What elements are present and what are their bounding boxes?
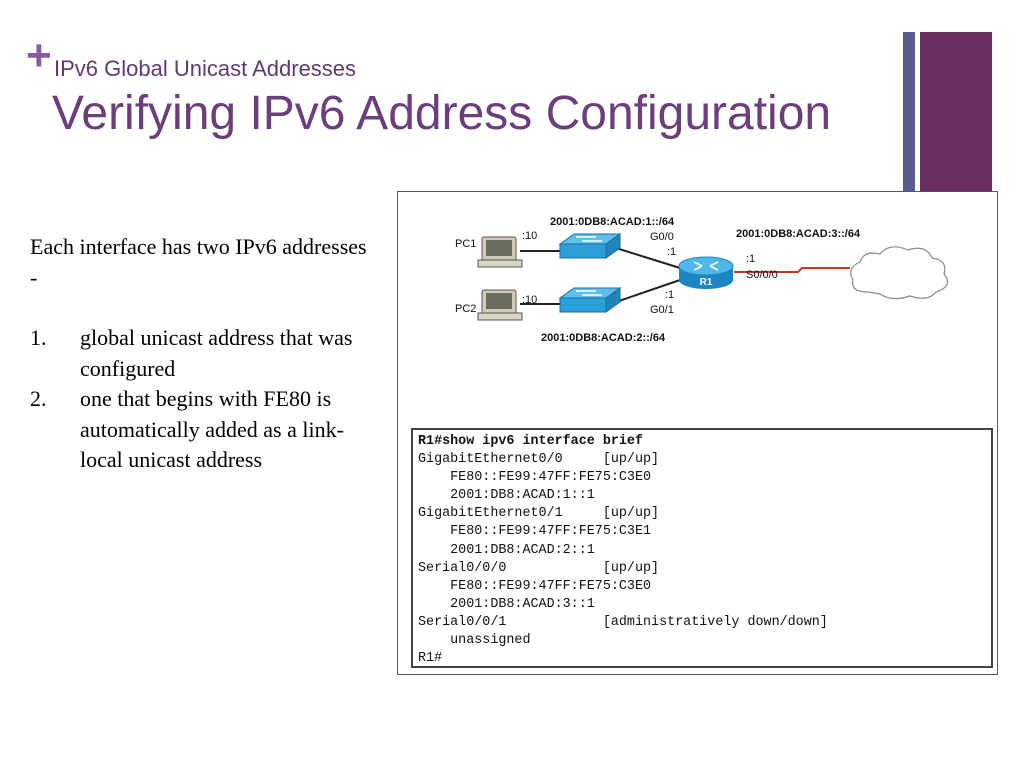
cli-line: GigabitEthernet0/1 [up/up] <box>418 506 660 522</box>
cli-line: Serial0/0/1 [administratively down/down] <box>418 614 828 630</box>
intro-text: Each interface has two IPv6 addresses - <box>30 234 367 290</box>
pc2-host-label: :10 <box>522 294 537 306</box>
cli-line: 2001:DB8:ACAD:3::1 <box>418 596 595 612</box>
router-label: R1 <box>700 277 713 288</box>
list-item-text: one that begins with FE80 is automatical… <box>80 386 344 472</box>
cli-line: FE80::FE99:47FF:FE75:C3E1 <box>418 524 652 540</box>
pc-icon <box>477 289 523 321</box>
switch-icon <box>558 233 622 259</box>
pc1-label: PC1 <box>455 238 476 250</box>
cli-command: show ipv6 interface brief <box>442 434 644 449</box>
decorative-bar-wide <box>920 32 992 192</box>
cli-line: 2001:DB8:ACAD:2::1 <box>418 542 595 558</box>
cloud-icon <box>850 246 949 300</box>
cli-line: unassigned <box>418 633 531 649</box>
cli-line: 2001:DB8:ACAD:1::1 <box>418 488 595 504</box>
cli-line: FE80::FE99:47FF:FE75:C3E0 <box>418 470 652 486</box>
link-switch2-router <box>615 279 681 303</box>
list-number: 1. <box>30 325 47 350</box>
list-item: 1. global unicast address that was confi… <box>30 323 370 384</box>
g00-host-label: :1 <box>667 246 676 258</box>
slide-title: Verifying IPv6 Address Configuration <box>52 87 832 140</box>
cli-line: GigabitEthernet0/0 [up/up] <box>418 452 660 468</box>
s000-host-label: :1 <box>746 253 755 265</box>
slide-subtitle: IPv6 Global Unicast Addresses <box>54 56 357 81</box>
net2-label: 2001:0DB8:ACAD:2::/64 <box>541 332 666 342</box>
pc1-host-label: :10 <box>522 230 537 242</box>
cli-output: R1#show ipv6 interface brief GigabitEthe… <box>411 428 993 668</box>
g01-host-label: :1 <box>665 289 674 301</box>
body-text: Each interface has two IPv6 addresses - … <box>30 232 370 476</box>
switch-icon <box>558 287 622 313</box>
g01-label: G0/1 <box>650 304 674 316</box>
numbered-list: 1. global unicast address that was confi… <box>30 323 370 476</box>
pc-icon <box>477 236 523 268</box>
link-switch1-router <box>615 247 681 269</box>
cli-line: FE80::FE99:47FF:FE75:C3E0 <box>418 578 652 594</box>
list-item: 2. one that begins with FE80 is automati… <box>30 384 370 476</box>
topology-diagram: R1 2001:0DB8:ACAD:1::/64 2001:0DB8:ACAD:… <box>455 216 949 342</box>
cli-line: R1# <box>418 651 443 667</box>
g00-label: G0/0 <box>650 231 674 243</box>
cli-text: R1#show ipv6 interface brief GigabitEthe… <box>418 433 991 668</box>
list-item-text: global unicast address that was configur… <box>80 325 353 381</box>
decorative-bar-thin <box>903 32 915 192</box>
net3-label: 2001:0DB8:ACAD:3::/64 <box>736 228 861 240</box>
cli-prompt: R1# <box>418 434 443 449</box>
s000-label: S0/0/0 <box>746 269 778 281</box>
plus-icon: + <box>26 31 52 80</box>
pc2-label: PC2 <box>455 303 476 315</box>
figure-panel: R1 2001:0DB8:ACAD:1::/64 2001:0DB8:ACAD:… <box>397 191 998 675</box>
net1-label: 2001:0DB8:ACAD:1::/64 <box>550 216 675 228</box>
router-icon: R1 <box>678 256 734 289</box>
cli-command-line: R1#show ipv6 interface brief <box>418 434 643 449</box>
serial-link <box>734 267 850 273</box>
list-number: 2. <box>30 386 47 411</box>
cli-line: Serial0/0/0 [up/up] <box>418 560 660 576</box>
